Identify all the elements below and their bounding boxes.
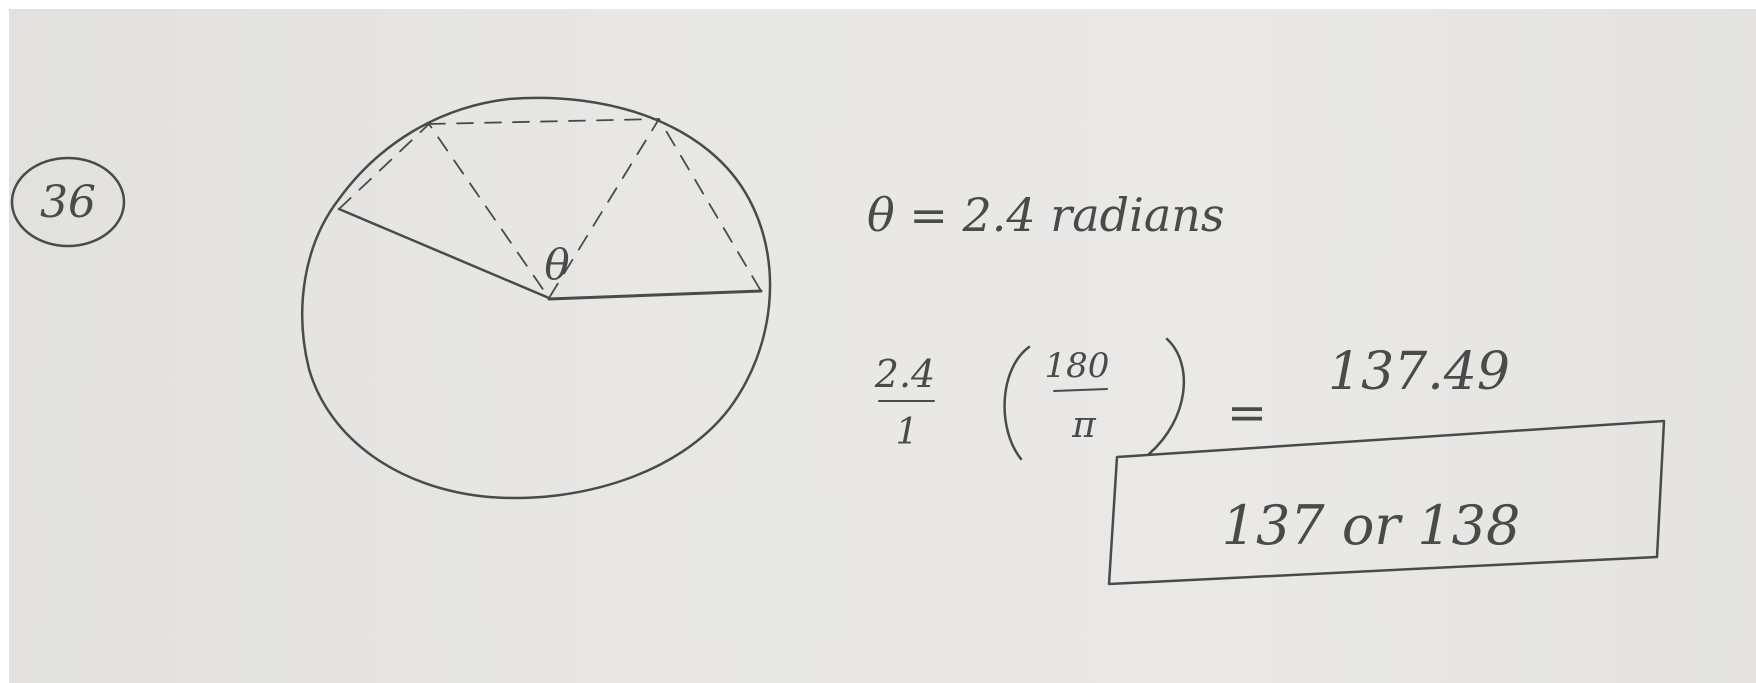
fraction-denominator: 1: [896, 412, 919, 453]
handwritten-work: 36 θ θ = 2.4 radians 2.4 1: [10, 96, 1666, 586]
radius-right: [547, 289, 763, 301]
problem-number-marker: 36: [10, 156, 126, 248]
equals-sign: =: [1227, 385, 1267, 441]
problem-number: 36: [40, 177, 96, 228]
fraction-numerator: 2.4: [874, 352, 935, 396]
given-statement: θ = 2.4 radians: [867, 188, 1225, 242]
circle-diagram: θ: [301, 96, 772, 500]
conversion-work: 2.4 1 180 π = 137.49: [874, 337, 1510, 461]
answer-box: 137 or 138: [1107, 419, 1666, 586]
problem-number-circle: [10, 156, 126, 248]
decimal-result: 137.49: [1328, 342, 1510, 402]
paren-left: [1003, 345, 1031, 461]
factor-denominator: π: [1071, 405, 1097, 446]
dashed-construction-lines: [338, 118, 762, 299]
angle-label: θ: [544, 240, 569, 289]
factor-numerator: 180: [1045, 346, 1110, 386]
factor-bar: [1053, 388, 1108, 392]
final-answer: 137 or 138: [1222, 494, 1521, 557]
dashed-chord-top: [428, 118, 660, 125]
answer-box-outline: [1107, 419, 1666, 586]
radius-left: [337, 207, 551, 300]
circle-outline: [301, 96, 772, 500]
handwritten-paper: 36 θ θ = 2.4 radians 2.4 1: [9, 9, 1756, 683]
paren-right: [1147, 337, 1186, 456]
